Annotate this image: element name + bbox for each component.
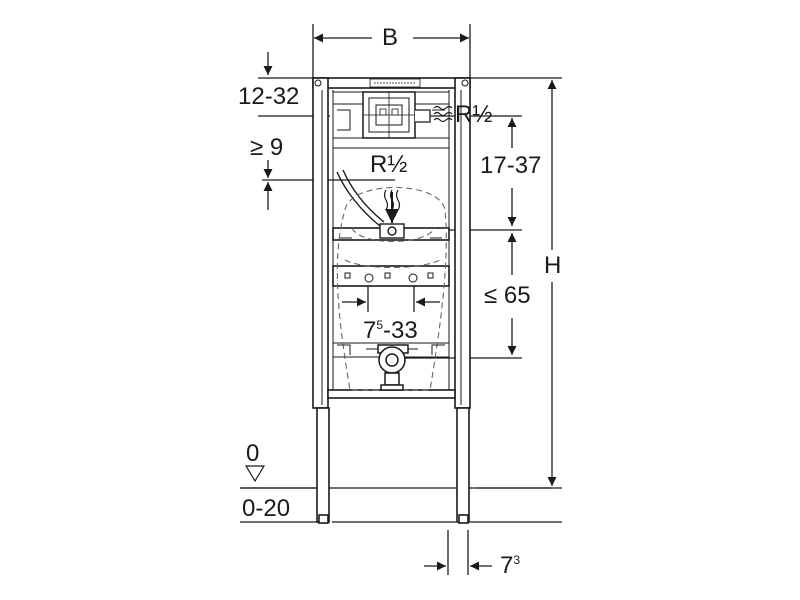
right-leg — [456, 407, 470, 523]
left-leg — [316, 407, 330, 523]
mounting-bar — [332, 265, 450, 287]
spacing-label: 75-33 — [363, 319, 418, 343]
bottom-crossbar — [327, 389, 456, 399]
installation-frame — [312, 77, 471, 524]
floor-level-triangle-icon — [244, 465, 266, 483]
floor-zero-label: 0 — [246, 440, 260, 467]
min-distance-label: ≥ 9 — [250, 134, 284, 161]
drain-fitting — [366, 344, 418, 391]
spacing-rest: -33 — [383, 317, 418, 344]
top-offset-label: 12-32 — [238, 83, 300, 110]
urinal-outline — [336, 187, 447, 391]
left-post — [312, 77, 329, 409]
spacing-base: 7 — [363, 317, 377, 344]
supply-pipe — [336, 169, 405, 239]
foot-width-superscript: 3 — [513, 553, 521, 567]
bolt-hole-icon — [314, 79, 469, 283]
foot-width-label: 73 — [500, 554, 520, 578]
flush-valve-box — [362, 91, 431, 139]
floor-range-label: 0-20 — [242, 495, 291, 522]
spacing-superscript: 5 — [376, 318, 384, 332]
foot-width-base: 7 — [500, 552, 514, 579]
outlet-range-label: ≤ 65 — [484, 282, 531, 309]
width-label: B — [382, 24, 399, 51]
supply-upper-label: R½ — [455, 101, 493, 128]
supply-range-label: 17-37 — [480, 152, 542, 179]
top-label-plate — [369, 78, 421, 88]
bracket-details — [337, 109, 445, 355]
supply-lower-label: R½ — [370, 151, 408, 178]
floor-lines — [240, 487, 562, 523]
height-label: H — [544, 252, 562, 279]
